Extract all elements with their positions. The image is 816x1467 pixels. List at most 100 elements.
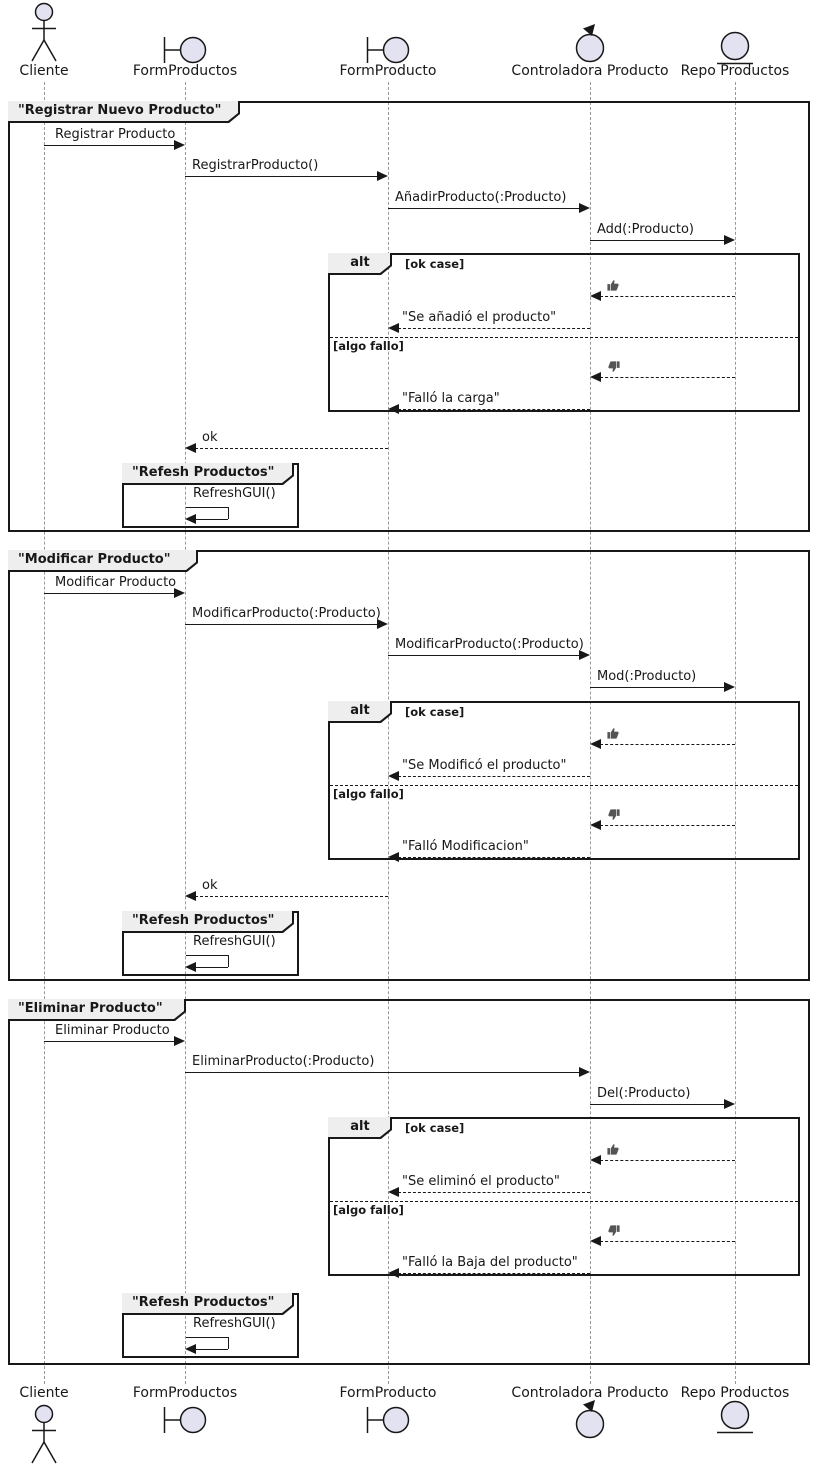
- guard-ok: [ok case]: [405, 257, 465, 271]
- arrowhead-icon: [185, 962, 196, 972]
- message-label: "Se Modificó el producto": [402, 758, 567, 773]
- return-line: [398, 328, 590, 329]
- participant-label: FormProducto: [339, 1385, 437, 1401]
- message-line: [388, 208, 580, 209]
- return-line: [600, 296, 735, 297]
- participant-label: Controladora Producto: [511, 1385, 669, 1401]
- message-line: [185, 1072, 580, 1073]
- message-label: "Falló Modificacion": [402, 839, 529, 854]
- arrowhead-icon: [590, 820, 601, 830]
- guard-ok: [ok case]: [405, 1121, 465, 1135]
- alt-fragment: alt: [328, 701, 800, 860]
- return-line: [398, 409, 590, 410]
- group-refresh: "Refesh Productos": [122, 911, 299, 976]
- message-label: RefreshGUI(): [193, 486, 276, 501]
- actor-icon: [31, 2, 57, 62]
- return-line: [600, 1160, 735, 1161]
- frame-registrar: "Registrar Nuevo Producto": [8, 101, 810, 532]
- lifeline-cliente: [44, 82, 45, 1384]
- participant-label: FormProductos: [132, 63, 238, 79]
- thumbs-down-icon: [608, 809, 620, 820]
- self-message-line: [186, 507, 228, 508]
- alt-divider: [330, 1201, 798, 1202]
- message-label: ModificarProducto(:Producto): [395, 637, 584, 652]
- message-line: [44, 145, 175, 146]
- lifeline-formproducto: [388, 82, 389, 1384]
- participant-label: Repo Productos: [680, 1385, 790, 1401]
- control-icon: [575, 24, 605, 63]
- message-label: Eliminar Producto: [55, 1023, 170, 1038]
- arrowhead-icon: [185, 1344, 196, 1354]
- guard-ok: [ok case]: [405, 705, 465, 719]
- lifeline-formproductos: [185, 82, 186, 1384]
- arrowhead-icon: [185, 443, 196, 453]
- arrowhead-icon: [185, 891, 196, 901]
- arrowhead-icon: [579, 650, 590, 660]
- message-label: AñadirProducto(:Producto): [395, 190, 567, 205]
- self-message-line: [228, 507, 229, 519]
- arrowhead-icon: [590, 372, 601, 382]
- participant-label: Cliente: [19, 1385, 69, 1401]
- alt-fragment: alt: [328, 1117, 800, 1276]
- guard-fail: [algo fallo]: [333, 787, 404, 801]
- guard-fail: [algo fallo]: [333, 339, 404, 353]
- group-refresh: "Refesh Productos": [122, 463, 299, 528]
- self-message-line: [186, 1337, 228, 1338]
- message-label: ModificarProducto(:Producto): [192, 606, 381, 621]
- arrowhead-icon: [388, 323, 399, 333]
- message-label: Add(:Producto): [597, 222, 695, 237]
- boundary-icon: [366, 1406, 410, 1434]
- participant-label: Controladora Producto: [511, 63, 669, 79]
- frame-title: "Modificar Producto": [8, 550, 198, 572]
- message-label: RegistrarProducto(): [192, 158, 319, 173]
- frame-modificar: "Modificar Producto": [8, 550, 810, 981]
- arrowhead-icon: [590, 1236, 601, 1246]
- lifeline-repo: [735, 82, 736, 1384]
- arrowhead-icon: [388, 771, 399, 781]
- message-line: [388, 655, 580, 656]
- message-line: [590, 687, 725, 688]
- message-label: Modificar Producto: [55, 575, 177, 590]
- thumbs-up-icon: [607, 1144, 619, 1155]
- guard-fail: [algo fallo]: [333, 1203, 404, 1217]
- frame-title: "Registrar Nuevo Producto": [8, 101, 240, 123]
- return-line: [398, 857, 590, 858]
- return-line: [600, 744, 735, 745]
- alt-divider: [330, 785, 798, 786]
- boundary-icon: [163, 36, 207, 64]
- message-label: ok: [202, 878, 218, 893]
- alt-operator: alt: [328, 701, 392, 723]
- thumbs-down-icon: [608, 361, 620, 372]
- message-label: Mod(:Producto): [597, 669, 697, 684]
- self-message-line: [228, 1337, 229, 1349]
- return-line: [195, 448, 388, 449]
- group-title: "Refesh Productos": [122, 1293, 294, 1315]
- arrowhead-icon: [377, 171, 388, 181]
- boundary-icon: [163, 1406, 207, 1434]
- message-label: EliminarProducto(:Producto): [192, 1054, 375, 1069]
- arrowhead-icon: [388, 1187, 399, 1197]
- group-title: "Refesh Productos": [122, 911, 294, 933]
- participant-label: Cliente: [19, 63, 69, 79]
- return-line: [600, 377, 735, 378]
- arrowhead-icon: [174, 1036, 185, 1046]
- arrowhead-icon: [724, 682, 735, 692]
- arrowhead-icon: [185, 514, 196, 524]
- message-label: "Se eliminó el producto": [402, 1174, 560, 1189]
- return-line: [398, 1192, 590, 1193]
- message-label: RefreshGUI(): [193, 934, 276, 949]
- return-line: [398, 1273, 590, 1274]
- alt-fragment: alt: [328, 253, 800, 412]
- arrowhead-icon: [590, 739, 601, 749]
- arrowhead-icon: [174, 140, 185, 150]
- self-message-line: [196, 1349, 228, 1350]
- group-refresh: "Refesh Productos": [122, 1293, 299, 1358]
- message-line: [590, 240, 725, 241]
- arrowhead-icon: [579, 1067, 590, 1077]
- thumbs-down-icon: [608, 1225, 620, 1236]
- control-icon: [575, 1400, 605, 1439]
- alt-operator: alt: [328, 1117, 392, 1139]
- alt-operator: alt: [328, 253, 392, 275]
- boundary-icon: [366, 36, 410, 64]
